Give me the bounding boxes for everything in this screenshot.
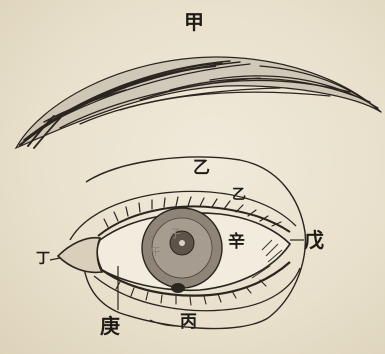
label-jia: 甲 [184, 12, 204, 32]
iris-spot [171, 283, 185, 293]
label-iris-outer: 子 [170, 228, 181, 239]
eyebrow [16, 57, 381, 148]
label-xin: 辛 [228, 234, 245, 251]
leader-ding [50, 258, 60, 260]
inner-corner [58, 238, 102, 273]
label-iris-inner: 午 [150, 246, 161, 257]
label-bing: 丙 [180, 314, 197, 331]
label-yi-outer: 乙 [193, 160, 210, 177]
label-ding: 丁 [36, 252, 50, 266]
label-yi-inner: 乙 [232, 188, 246, 202]
label-geng: 庚 [100, 316, 120, 336]
label-wu: 戊 [304, 230, 324, 250]
